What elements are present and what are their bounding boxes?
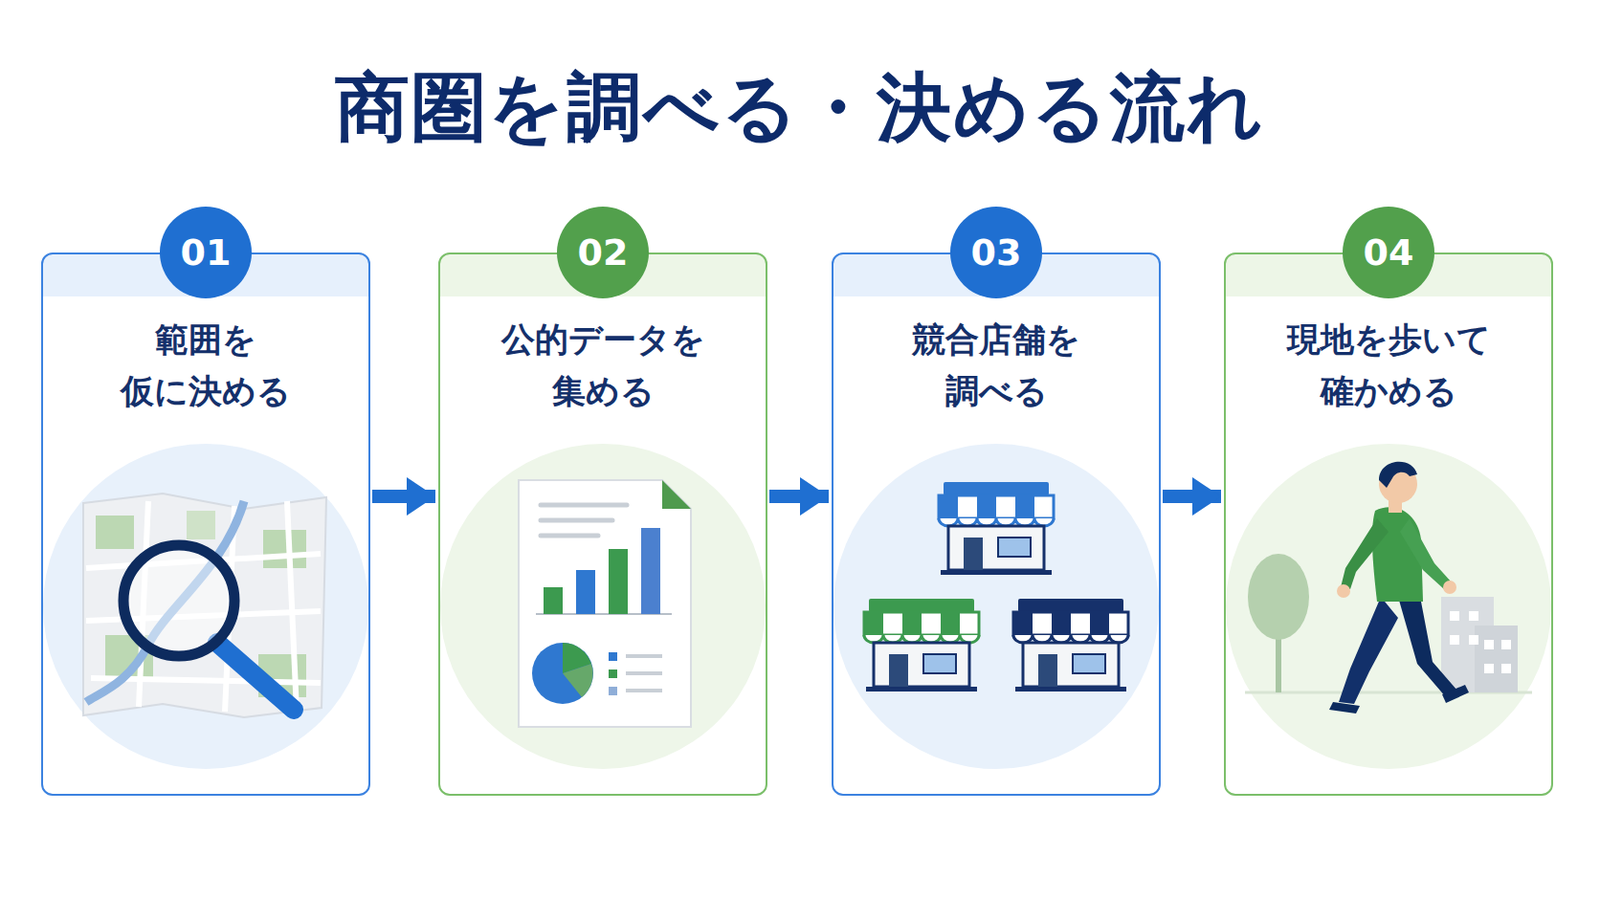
step-number-badge: 04 [1342, 206, 1435, 299]
step-number-badge: 03 [950, 206, 1043, 299]
title: 商圏を調べる・決める流れ [0, 63, 1600, 154]
step-label: 公的データを 集める [483, 313, 723, 419]
step-number: 03 [950, 206, 1043, 299]
step-card: 現地を歩いて 確かめる04 [1223, 252, 1554, 797]
step-number-badge: 02 [556, 206, 649, 299]
step-number: 01 [159, 206, 252, 299]
flow-arrow [372, 489, 436, 504]
step-card: 競合店舗を 調べる03 [831, 252, 1161, 797]
step-label: 現地を歩いて 確かめる [1268, 313, 1509, 419]
step-card: 公的データを 集める02 [438, 252, 768, 797]
step-label: 競合店舗を 調べる [876, 313, 1116, 419]
step-number: 02 [556, 206, 649, 299]
step-label: 範囲を 仮に決める [86, 313, 326, 419]
flow-arrow [1162, 489, 1222, 504]
step-number: 04 [1342, 206, 1435, 299]
step-card: 範囲を 仮に決める01 [41, 252, 371, 797]
flow-arrow [769, 489, 829, 504]
step-number-badge: 01 [159, 206, 252, 299]
